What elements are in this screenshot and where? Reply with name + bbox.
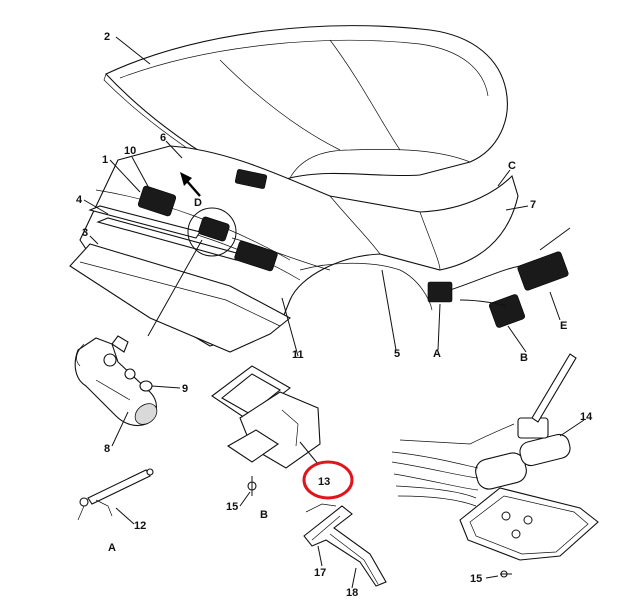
frame-motors (137, 169, 571, 328)
callout-13: 13 (318, 476, 330, 488)
lock-bracket (211, 365, 321, 496)
callout-D: D (194, 197, 202, 209)
callout-8: 8 (104, 443, 110, 455)
callout-A-lower: A (108, 542, 116, 554)
callout-labels: 2 6 1 10 4 3 D C 7 5 11 A B E 9 8 12 A 1… (76, 31, 593, 599)
callout-10: 10 (124, 145, 136, 157)
highlight-circle (302, 460, 354, 500)
callout-3: 3 (82, 227, 88, 239)
gas-strut (77, 468, 154, 521)
callout-12: 12 (134, 520, 146, 532)
callout-18: 18 (346, 587, 358, 599)
callout-15-left: 15 (226, 501, 238, 513)
callout-11: 11 (292, 349, 304, 361)
callout-E: E (560, 320, 567, 332)
callout-17: 17 (314, 567, 326, 579)
callout-9: 9 (182, 383, 188, 395)
callout-C: C (508, 160, 516, 172)
pump-motor (74, 335, 158, 427)
hydraulic-unit (391, 353, 599, 578)
callout-4: 4 (76, 194, 83, 206)
callout-1: 1 (102, 154, 108, 166)
callout-6: 6 (160, 132, 166, 144)
leader-lines (83, 36, 585, 589)
callout-B-upper: B (520, 352, 528, 364)
direction-arrow (180, 172, 201, 197)
callout-B-lower: B (260, 509, 268, 521)
callout-5: 5 (394, 348, 400, 360)
callout-7: 7 (530, 199, 536, 211)
callout-A-upper: A (433, 348, 441, 360)
callout-14: 14 (580, 411, 593, 423)
callout-2: 2 (104, 31, 110, 43)
trim-strip (303, 503, 387, 587)
callout-15-right: 15 (470, 573, 482, 585)
rear-trim-panel (69, 243, 291, 353)
